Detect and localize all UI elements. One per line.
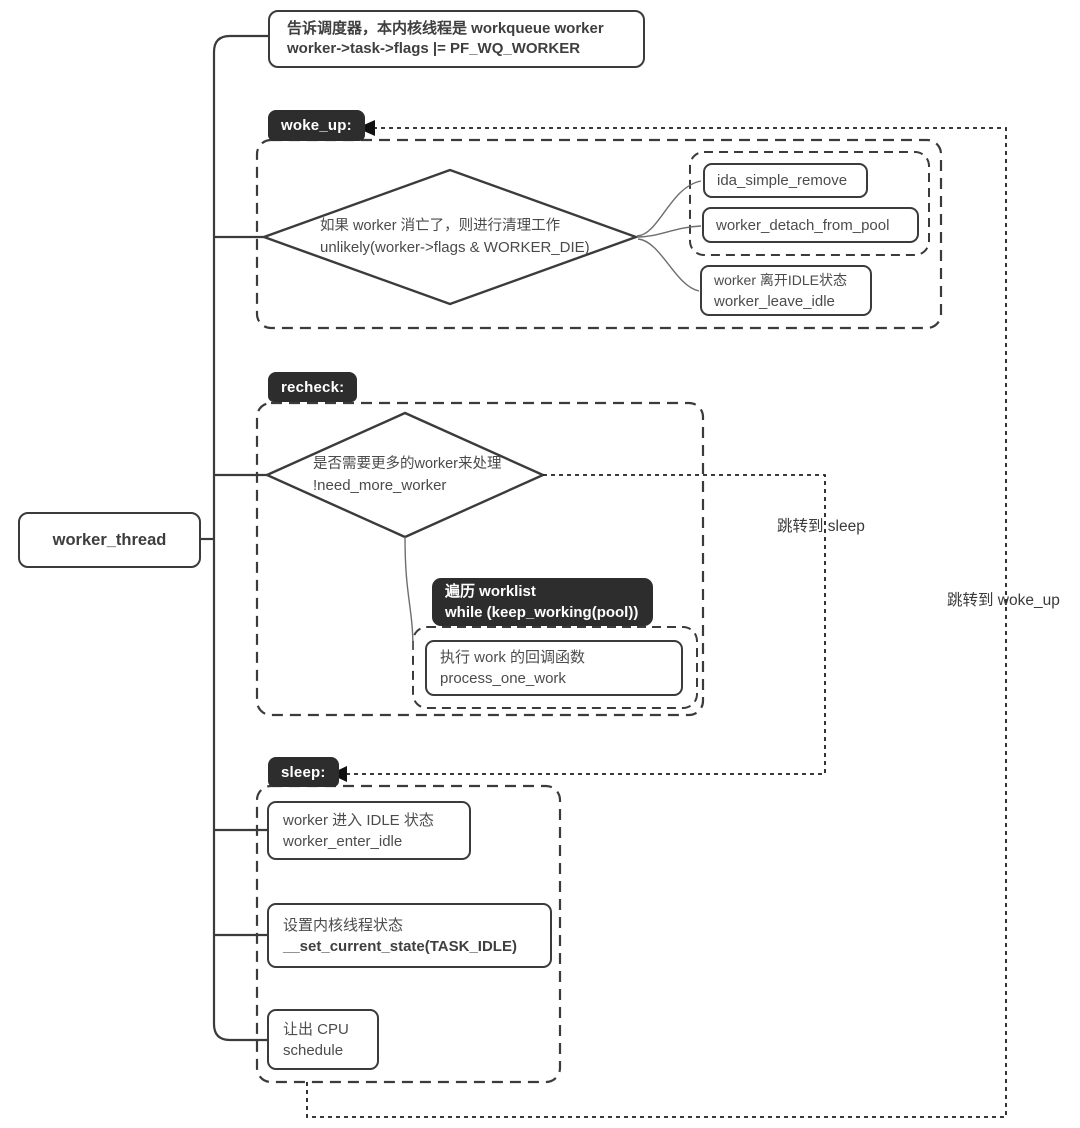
curve-to-ida-simple-remove (636, 180, 702, 237)
box-process-one-work: 执行 work 的回调函数 process_one_work (425, 640, 683, 696)
process-one-work-line2: process_one_work (440, 670, 566, 687)
top-note-box: 告诉调度器，本内核线程是 workqueue worker worker->ta… (268, 10, 645, 68)
process-one-work-line1: 执行 work 的回调函数 (440, 649, 586, 666)
worklist-loop-line1: 遍历 worklist (445, 583, 536, 600)
worker-detach-label: worker_detach_from_pool (716, 216, 890, 234)
jump-label-to-sleep: 跳转到 sleep (777, 518, 865, 535)
worker-die-diamond-shape (260, 168, 640, 306)
curve-to-worklist-loop (404, 536, 414, 651)
box-worker-enter-idle: worker 进入 IDLE 状态 worker_enter_idle (267, 801, 471, 860)
badge-recheck: recheck: (268, 372, 358, 402)
need-more-worker-line1: 是否需要更多的worker来处理 (313, 456, 502, 472)
cleanup-group-container (689, 151, 930, 256)
worklist-loop-line2: while (keep_working(pool)) (445, 604, 639, 621)
need-more-worker-diamond-text: 是否需要更多的worker来处理 !need_more_worker (313, 454, 563, 497)
root-node-worker-thread: worker_thread (18, 512, 201, 568)
top-note-line2: worker->task->flags |= PF_WQ_WORKER (287, 40, 581, 57)
worker-die-diamond-text: 如果 worker 消亡了，则进行清理工作 unlikely(worker->f… (320, 216, 600, 259)
jump-to-woke-up-arrowhead (357, 120, 375, 136)
jump-to-sleep-line (347, 474, 826, 775)
curve-to-worker-detach (636, 225, 702, 238)
schedule-line2: schedule (283, 1041, 344, 1059)
set-current-state-line1: 设置内核线程状态 (283, 916, 404, 934)
worklist-loop-header: 遍历 worklist while (keep_working(pool)) (432, 578, 653, 626)
curve-to-worker-leave-idle (637, 238, 700, 292)
root-node-label: worker_thread (52, 530, 167, 549)
worklist-loop-container (412, 626, 698, 709)
box-worker-detach-from-pool: worker_detach_from_pool (702, 207, 919, 243)
woke-up-container (255, 138, 943, 330)
box-worker-leave-idle: worker 离开IDLE状态 worker_leave_idle (700, 265, 872, 316)
badge-sleep: sleep: (268, 757, 339, 787)
ida-simple-remove-label: ida_simple_remove (717, 172, 848, 189)
worker-enter-idle-line2: worker_enter_idle (283, 832, 403, 850)
box-schedule: 让出 CPU schedule (267, 1009, 379, 1070)
badge-woke-up: woke_up: (268, 110, 365, 141)
worker-leave-idle-line1: worker 离开IDLE状态 (714, 271, 848, 288)
worker-die-line1: 如果 worker 消亡了，则进行清理工作 (320, 218, 561, 234)
set-current-state-line2: __set_current_state(TASK_IDLE) (283, 937, 517, 955)
need-more-worker-line2: !need_more_worker (313, 477, 447, 494)
worker-die-line2: unlikely(worker->flags & WORKER_DIE) (320, 239, 590, 256)
sleep-container (255, 784, 562, 1084)
worker-enter-idle-line1: worker 进入 IDLE 状态 (283, 811, 434, 829)
jump-label-to-woke-up: 跳转到 woke_up (947, 592, 1060, 609)
worker-leave-idle-line2: worker_leave_idle (714, 292, 835, 310)
box-set-current-state: 设置内核线程状态 __set_current_state(TASK_IDLE) (267, 903, 552, 968)
trunk-connector (212, 34, 268, 1042)
top-note-line1: 告诉调度器，本内核线程是 workqueue worker (287, 20, 604, 37)
recheck-container (255, 401, 705, 717)
box-ida-simple-remove: ida_simple_remove (703, 163, 868, 198)
schedule-line1: 让出 CPU (283, 1020, 349, 1038)
